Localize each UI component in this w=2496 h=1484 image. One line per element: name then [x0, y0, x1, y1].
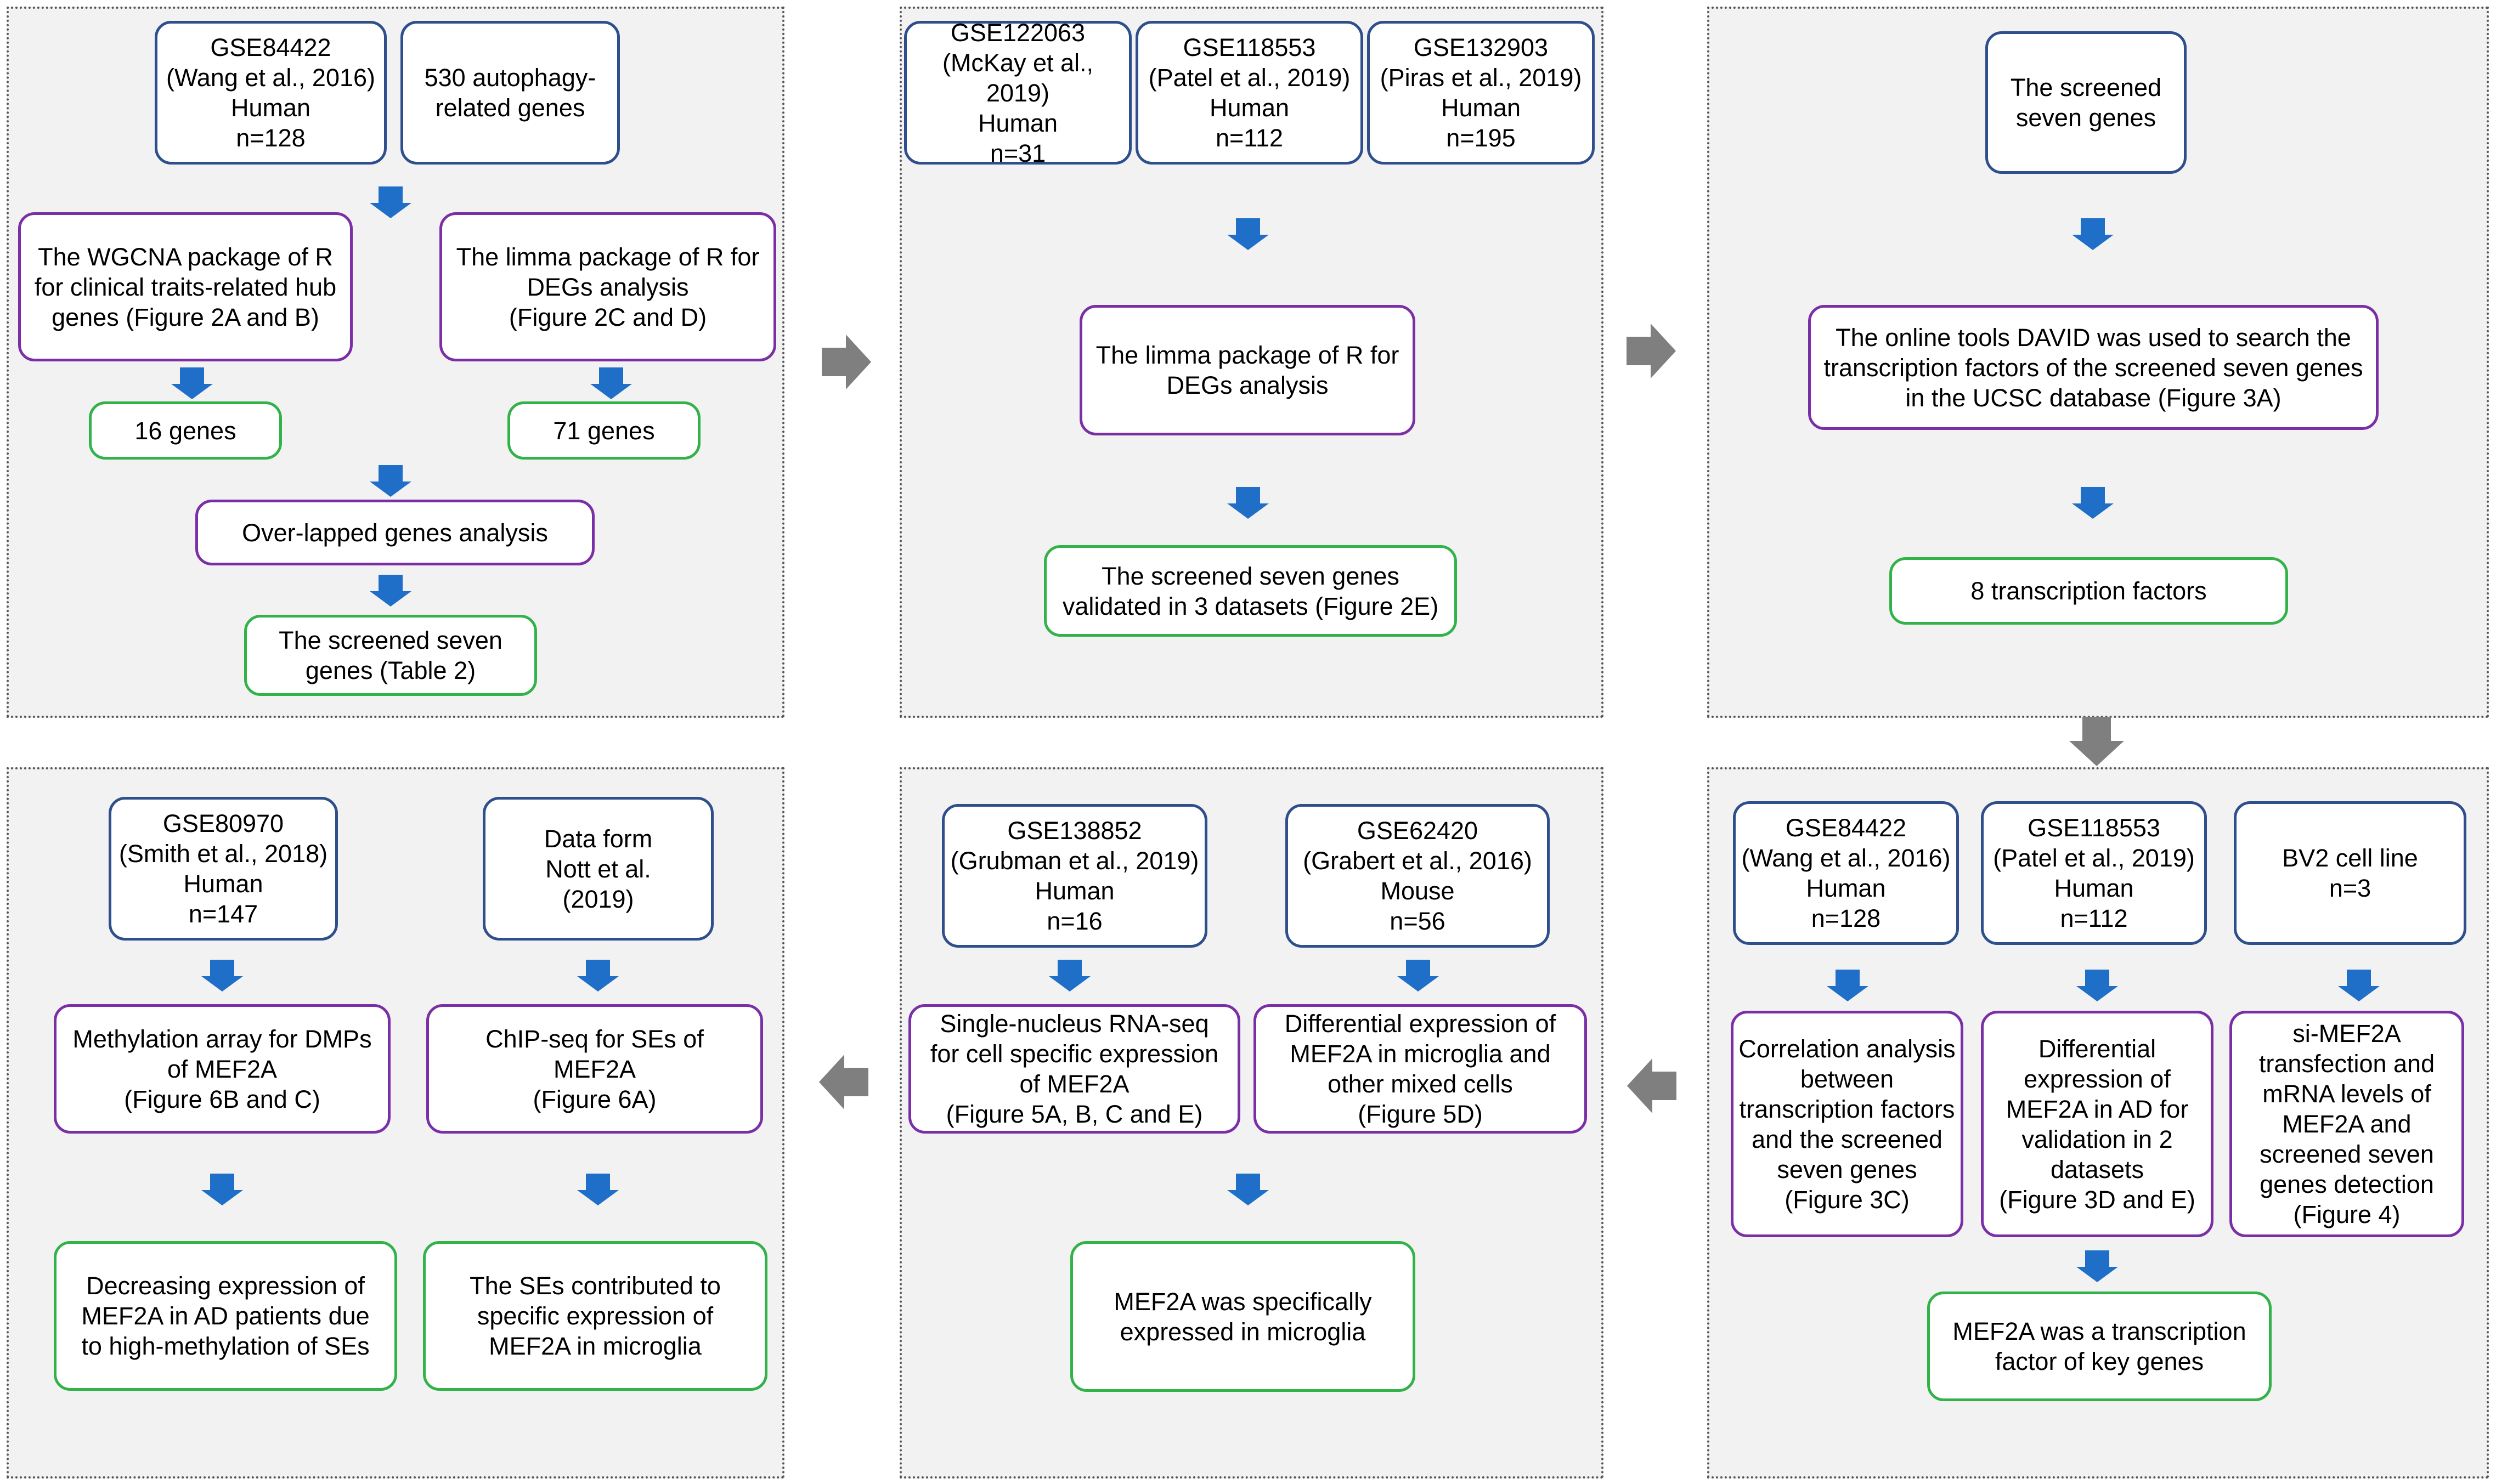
- overlap-analysis-box: Over-lapped genes analysis: [195, 500, 595, 565]
- limma-validation-box: The limma package of R for DEGs analysis: [1080, 305, 1415, 435]
- down-arrow-icon: [577, 1174, 619, 1205]
- mef2a-transcription-factor-box: MEF2A was a transcription factor of key …: [1927, 1292, 2272, 1401]
- down-arrow-icon: [2076, 970, 2118, 1001]
- down-arrow-icon: [2338, 970, 2380, 1001]
- down-arrow-icon: [577, 960, 619, 992]
- autophagy-genes-box: 530 autophagy- related genes: [400, 21, 620, 165]
- transcription-factors-box: 8 transcription factors: [1889, 557, 2288, 625]
- down-arrow-icon: [370, 186, 411, 218]
- wgcna-box: The WGCNA package of R for clinical trai…: [18, 212, 353, 361]
- down-arrow-icon: [201, 1174, 243, 1205]
- down-arrow-icon: [2072, 218, 2114, 250]
- dataset-gse84422-box: GSE84422 (Wang et al., 2016) Human n=128: [155, 21, 387, 165]
- down-arrow-icon: [171, 367, 213, 399]
- bv2-cell-line-box: BV2 cell line n=3: [2234, 801, 2466, 945]
- down-arrow-icon: [1827, 970, 1868, 1001]
- down-arrow-icon: [370, 465, 411, 497]
- down-arrow-icon: [2076, 1250, 2118, 1282]
- correlation-analysis-box: Correlation analysis between transcripti…: [1731, 1011, 1963, 1237]
- dataset-gse118553-box: GSE118553 (Patel et al., 2019) Human n=1…: [1136, 21, 1363, 165]
- down-arrow-icon: [1049, 960, 1091, 992]
- right-arrow-icon: [822, 335, 871, 389]
- down-arrow-icon: [201, 960, 243, 992]
- screened-seven-genes-input-box: The screened seven genes: [1985, 31, 2187, 174]
- genes-16-box: 16 genes: [89, 401, 282, 460]
- nott-data-box: Data form Nott et al. (2019): [483, 797, 714, 941]
- left-arrow-icon: [1627, 1058, 1676, 1113]
- screened-seven-genes-box: The screened seven genes (Table 2): [244, 615, 537, 696]
- methylation-array-box: Methylation array for DMPs of MEF2A (Fig…: [54, 1004, 391, 1134]
- mef2a-microglia-box: MEF2A was specifically expressed in micr…: [1070, 1241, 1415, 1392]
- chipseq-box: ChIP-seq for SEs of MEF2A (Figure 6A): [426, 1004, 763, 1134]
- dataset-gse62420-box: GSE62420 (Grabert et al., 2016) Mouse n=…: [1285, 804, 1550, 948]
- left-arrow-icon: [819, 1055, 868, 1109]
- differential-expression-validation-box: Differential expression of MEF2A in AD f…: [1981, 1011, 2213, 1237]
- single-nucleus-rnaseq-box: Single-nucleus RNA-seq for cell specific…: [908, 1004, 1240, 1134]
- dataset-gse118553-box: GSE118553 (Patel et al., 2019) Human n=1…: [1981, 801, 2207, 945]
- down-arrow-icon: [2072, 487, 2114, 519]
- dataset-gse132903-box: GSE132903 (Piras et al., 2019) Human n=1…: [1367, 21, 1595, 165]
- david-search-box: The online tools DAVID was used to searc…: [1808, 305, 2379, 430]
- down-arrow-icon: [2069, 717, 2124, 766]
- dataset-gse80970-box: GSE80970 (Smith et al., 2018) Human n=14…: [109, 797, 338, 941]
- dataset-gse84422-box: GSE84422 (Wang et al., 2016) Human n=128: [1733, 801, 1959, 945]
- down-arrow-icon: [1227, 218, 1269, 250]
- down-arrow-icon: [590, 367, 632, 399]
- validated-genes-box: The screened seven genes validated in 3 …: [1044, 545, 1457, 637]
- ses-contribution-box: The SEs contributed to specific expressi…: [423, 1241, 767, 1391]
- si-mef2a-box: si-MEF2A transfection and mRNA levels of…: [2229, 1011, 2464, 1237]
- down-arrow-icon: [1227, 1174, 1269, 1205]
- genes-71-box: 71 genes: [507, 401, 701, 460]
- down-arrow-icon: [1397, 960, 1439, 992]
- right-arrow-icon: [1627, 324, 1676, 378]
- decreasing-expression-box: Decreasing expression of MEF2A in AD pat…: [54, 1241, 397, 1391]
- dataset-gse138852-box: GSE138852 (Grubman et al., 2019) Human n…: [942, 804, 1207, 948]
- down-arrow-icon: [370, 575, 411, 607]
- limma-box: The limma package of R for DEGs analysis…: [439, 212, 776, 361]
- dataset-gse122063-box: GSE122063 (McKay et al., 2019) Human n=3…: [904, 19, 1132, 167]
- down-arrow-icon: [1227, 487, 1269, 519]
- differential-expression-microglia-box: Differential expression of MEF2A in micr…: [1253, 1004, 1587, 1134]
